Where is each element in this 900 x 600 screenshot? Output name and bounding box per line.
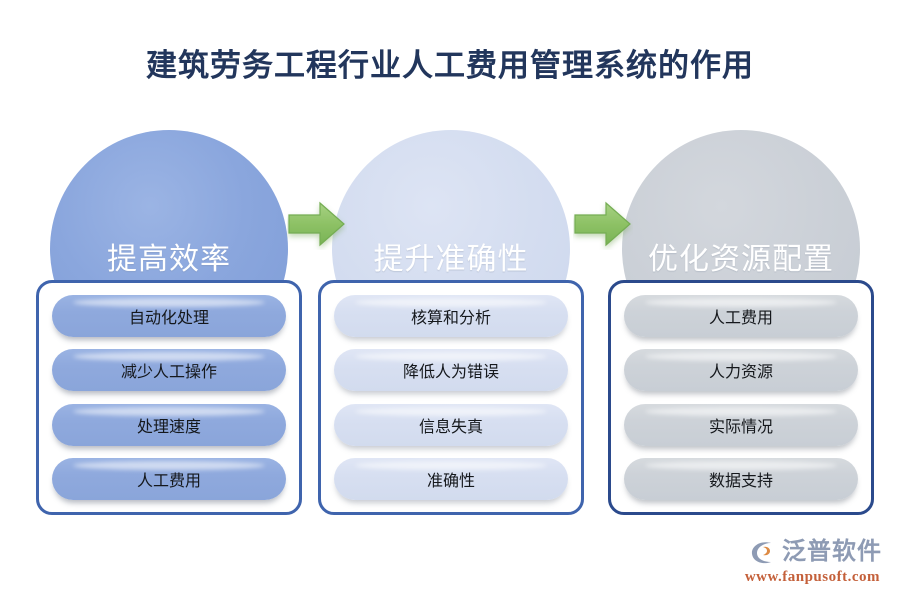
circle-heading-label: 提高效率 [107,243,231,276]
right-arrow-icon [573,198,633,250]
list-item-label: 自动化处理 [128,310,209,327]
list-item-label: 准确性 [426,472,475,490]
list-item[interactable]: 自动化处理 [52,295,286,337]
list-item-label: 减少人工操作 [120,364,217,382]
list-item[interactable]: 人工费用 [52,457,286,500]
list-item[interactable]: 人工费用 [624,295,858,337]
brand-url: www.fanpusoft.com [744,569,880,585]
list-item[interactable]: 数据支持 [624,457,858,500]
brand-row: 泛普软件 [749,538,882,566]
list-item[interactable]: 准确性 [334,457,568,500]
list-item-label: 实际情况 [708,418,773,436]
list-item-label: 信息失真 [418,418,483,436]
list-item-label: 处理速度 [136,418,201,436]
circle-heading-label: 优化资源配置 [648,243,834,276]
list-box-accuracy: 核算和分析 降低人为错误 信息失真 准确性 [318,280,584,515]
list-item[interactable]: 处理速度 [52,403,286,446]
list-box-resource-allocation: 人工费用 人力资源 实际情况 数据支持 [608,280,874,515]
list-item-label: 降低人为错误 [402,364,499,382]
list-item[interactable]: 减少人工操作 [52,349,286,392]
circle-heading-label: 提升准确性 [373,243,529,276]
list-item-label: 人力资源 [708,364,773,382]
page-title: 建筑劳务工程行业人工费用管理系统的作用 [146,48,754,83]
right-arrow-icon [287,198,347,250]
list-item-label: 人工费用 [708,310,773,327]
list-item[interactable]: 实际情况 [624,403,858,446]
list-box-efficiency: 自动化处理 减少人工操作 处理速度 人工费用 [36,280,302,515]
fanpu-logo-icon [749,538,777,566]
list-item[interactable]: 核算和分析 [334,295,568,337]
column-accuracy: 提升准确性 泛普软件 核算和分析 降低人为错误 信息失真 准确性 [310,130,590,530]
list-item-label: 数据支持 [708,472,773,490]
list-item[interactable]: 人力资源 [624,349,858,392]
brand-logo: 泛普软件 www.fanpusoft.com [745,538,882,586]
list-item-label: 核算和分析 [410,310,491,327]
brand-name: 泛普软件 [782,538,882,565]
list-item[interactable]: 降低人为错误 [334,349,568,392]
column-efficiency: 提高效率 自动化处理 减少人工操作 处理速度 人工费用 [28,130,308,530]
list-item[interactable]: 信息失真 [334,403,568,446]
list-item-label: 人工费用 [136,472,201,490]
column-resource-allocation: 优化资源配置 人工费用 人力资源 实际情况 数据支持 [600,130,880,530]
